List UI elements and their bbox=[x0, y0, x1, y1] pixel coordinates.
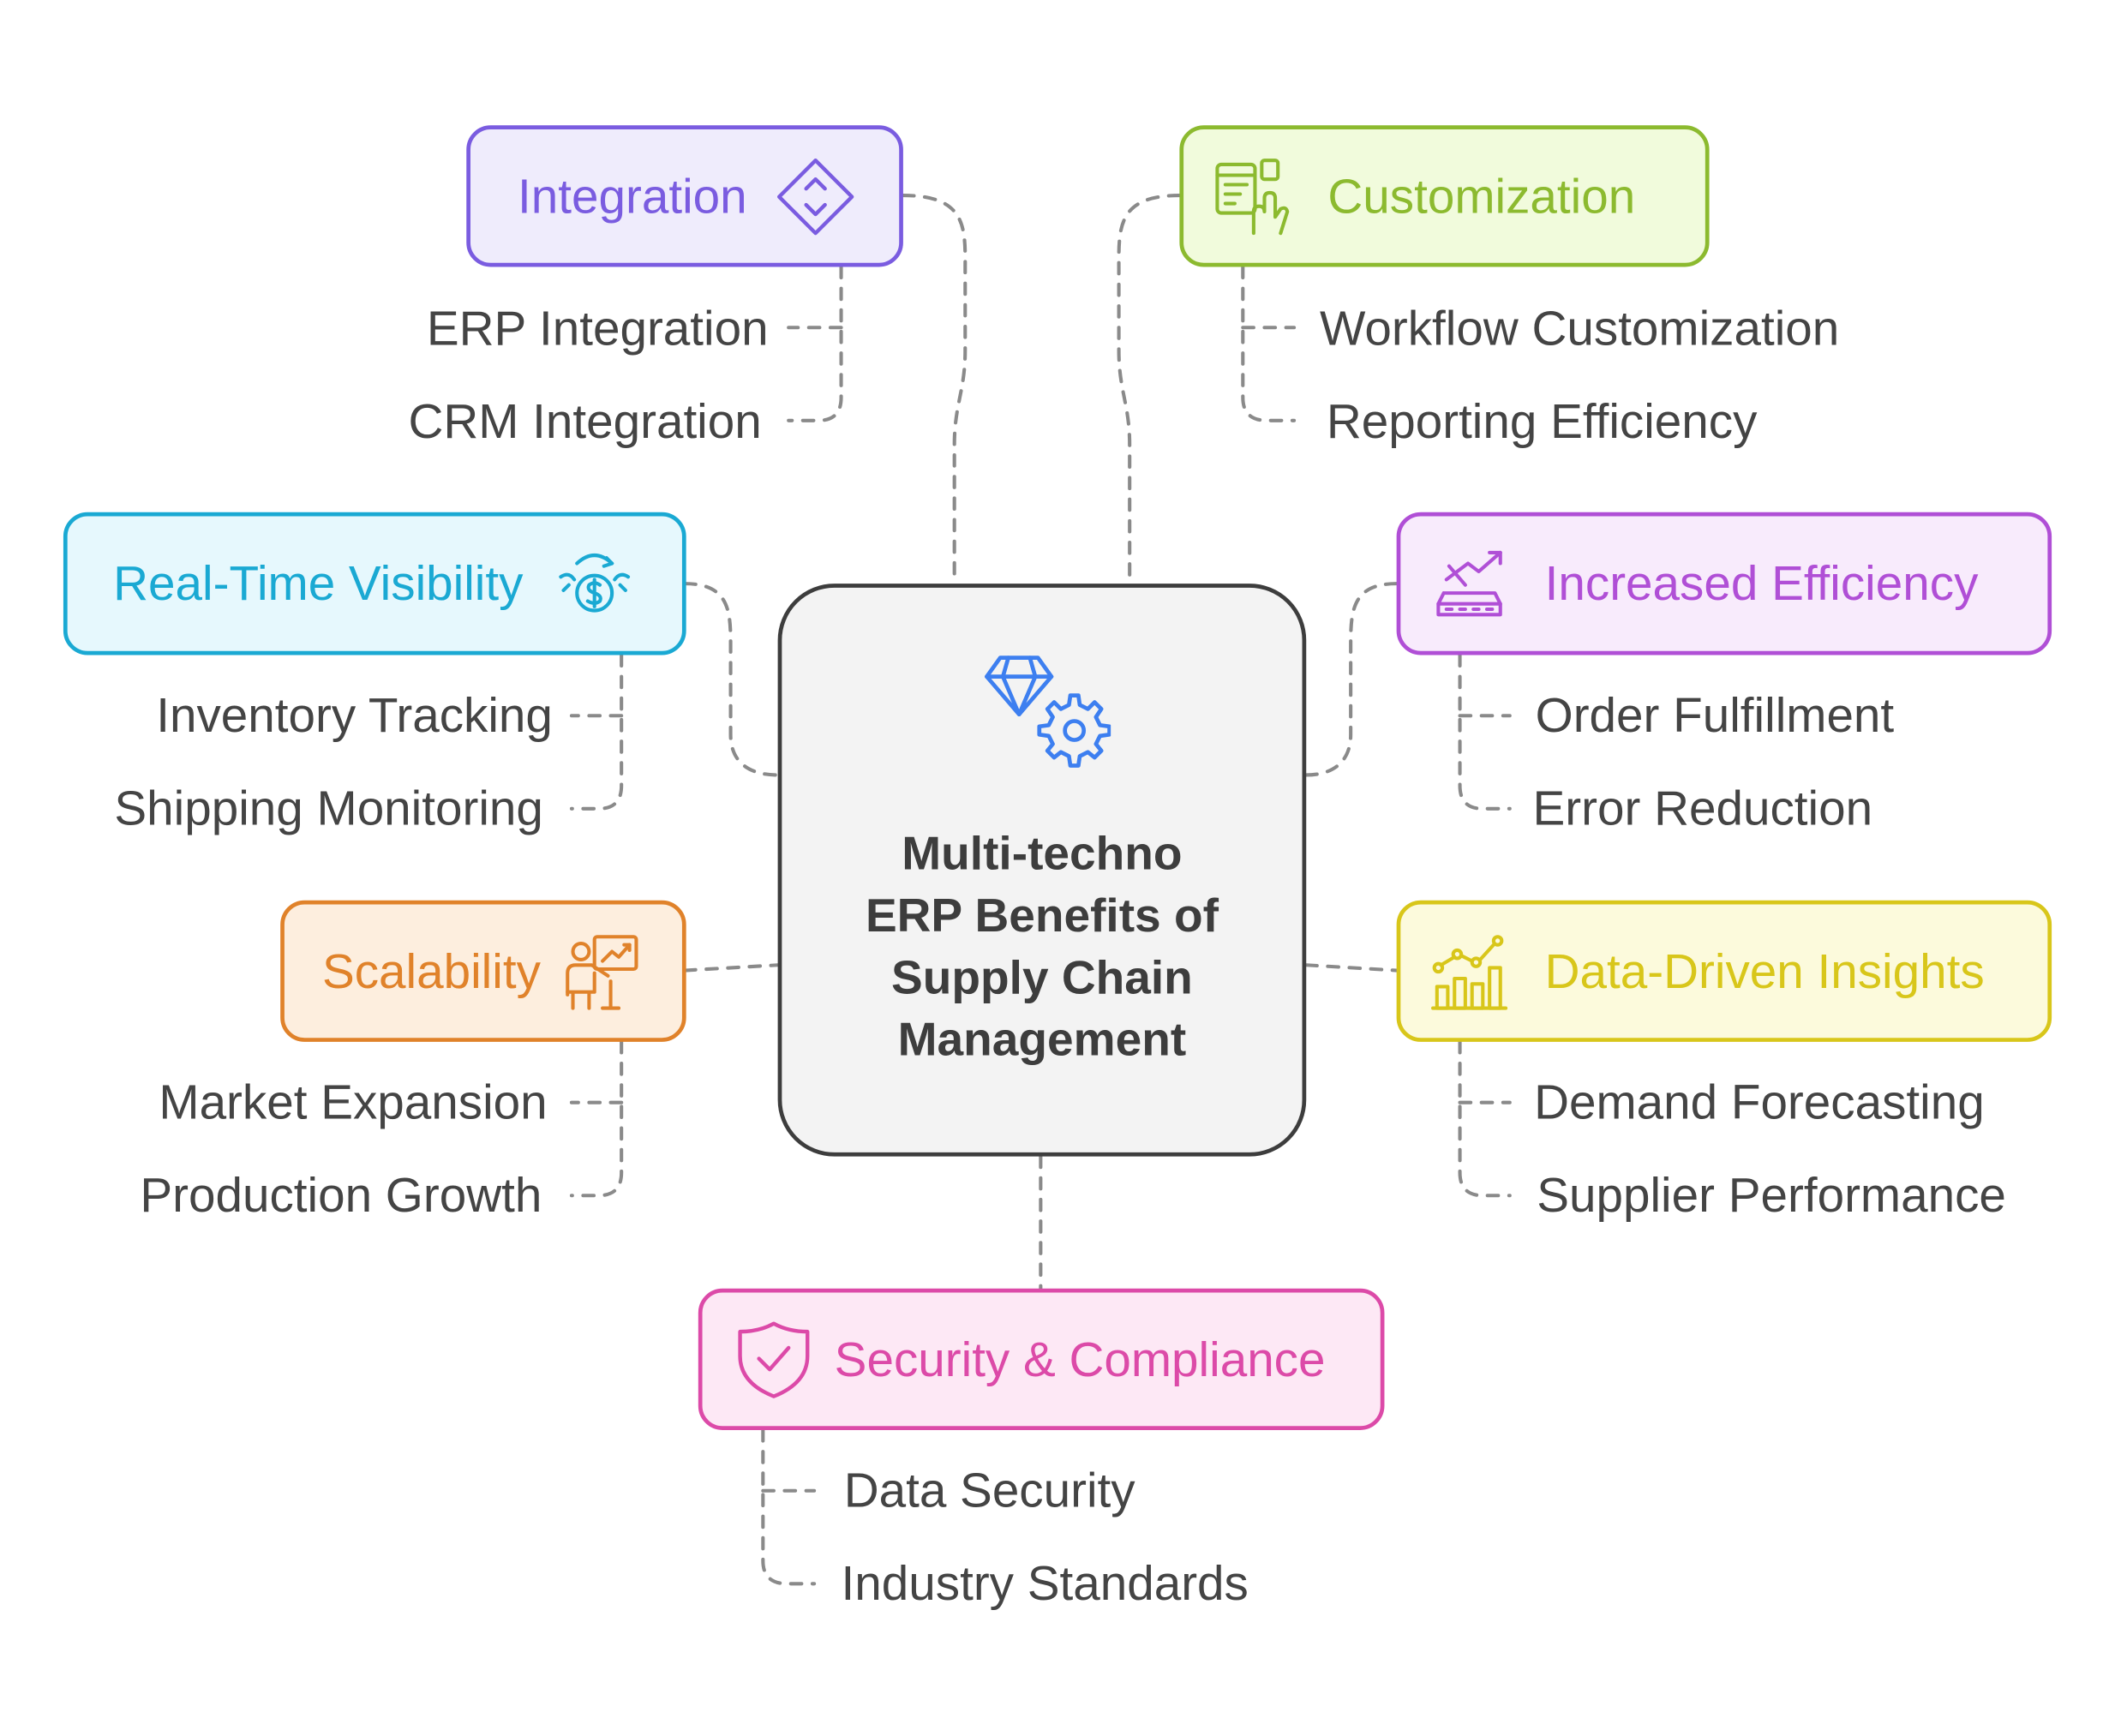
node-efficiency-label: Increased Efficiency bbox=[1544, 555, 1979, 611]
connector-scalability-to-center bbox=[683, 963, 780, 973]
node-realtime-visibility: Real-Time Visibility bbox=[63, 512, 686, 655]
node-security-compliance: Security & Compliance bbox=[698, 1288, 1385, 1430]
node-insights-label: Data-Driven Insights bbox=[1544, 943, 1985, 998]
connector-insights-items bbox=[1458, 1039, 1512, 1198]
diamond-arrows-icon bbox=[776, 157, 854, 235]
connector-customization-to-center bbox=[1117, 194, 1182, 586]
realtime-item-1: Inventory Tracking bbox=[156, 687, 553, 743]
conveyor-icon bbox=[1430, 544, 1508, 622]
connector-efficiency-items bbox=[1458, 653, 1512, 811]
integration-item-1: ERP Integration bbox=[426, 300, 769, 356]
security-item-1: Data Security bbox=[843, 1462, 1135, 1518]
customization-item-2: Reporting Efficiency bbox=[1326, 393, 1758, 449]
realtime-item-2: Shipping Monitoring bbox=[114, 780, 543, 836]
center-title: Multi-techno ERP Benefits of Supply Chai… bbox=[865, 827, 1219, 1067]
node-scalability-label: Scalability bbox=[321, 943, 541, 998]
center-topic: Multi-techno ERP Benefits of Supply Chai… bbox=[777, 584, 1307, 1157]
connector-insights-to-center bbox=[1304, 963, 1399, 973]
connector-scalability-items bbox=[569, 1039, 624, 1198]
insights-item-2: Supplier Performance bbox=[1537, 1167, 2006, 1223]
scalability-item-2: Production Growth bbox=[140, 1167, 542, 1223]
node-customization-label: Customization bbox=[1327, 167, 1636, 224]
efficiency-item-1: Order Fulfillment bbox=[1535, 687, 1895, 743]
security-item-2: Industry Standards bbox=[841, 1555, 1249, 1611]
node-increased-efficiency: Increased Efficiency bbox=[1396, 512, 2052, 655]
connector-security-items bbox=[761, 1428, 817, 1586]
node-realtime-label: Real-Time Visibility bbox=[113, 555, 524, 611]
node-integration: Integration bbox=[466, 125, 903, 267]
connector-integration-to-center bbox=[901, 194, 968, 586]
diamond-gear-icon bbox=[981, 652, 1111, 770]
node-integration-label: Integration bbox=[518, 167, 747, 224]
shield-check-icon bbox=[734, 1320, 812, 1398]
connector-realtime-to-center bbox=[683, 582, 780, 777]
integration-item-2: CRM Integration bbox=[408, 393, 762, 449]
node-scalability: Scalability bbox=[280, 900, 686, 1042]
window-hand-icon bbox=[1213, 157, 1291, 235]
efficiency-item-2: Error Reduction bbox=[1532, 780, 1873, 836]
insights-item-1: Demand Forecasting bbox=[1534, 1074, 1985, 1130]
node-security-label: Security & Compliance bbox=[834, 1331, 1326, 1386]
node-data-driven-insights: Data-Driven Insights bbox=[1396, 900, 2052, 1042]
presenter-chart-icon bbox=[562, 932, 640, 1010]
money-cycle-icon bbox=[555, 544, 633, 622]
connector-realtime-items bbox=[569, 653, 624, 811]
growth-chart-icon bbox=[1430, 932, 1508, 1010]
scalability-item-1: Market Expansion bbox=[159, 1074, 548, 1130]
connector-customization-items bbox=[1241, 265, 1297, 422]
connector-efficiency-to-center bbox=[1304, 582, 1399, 777]
customization-item-1: Workflow Customization bbox=[1319, 300, 1840, 356]
connector-integration-items bbox=[787, 265, 843, 422]
node-customization: Customization bbox=[1179, 125, 1710, 267]
